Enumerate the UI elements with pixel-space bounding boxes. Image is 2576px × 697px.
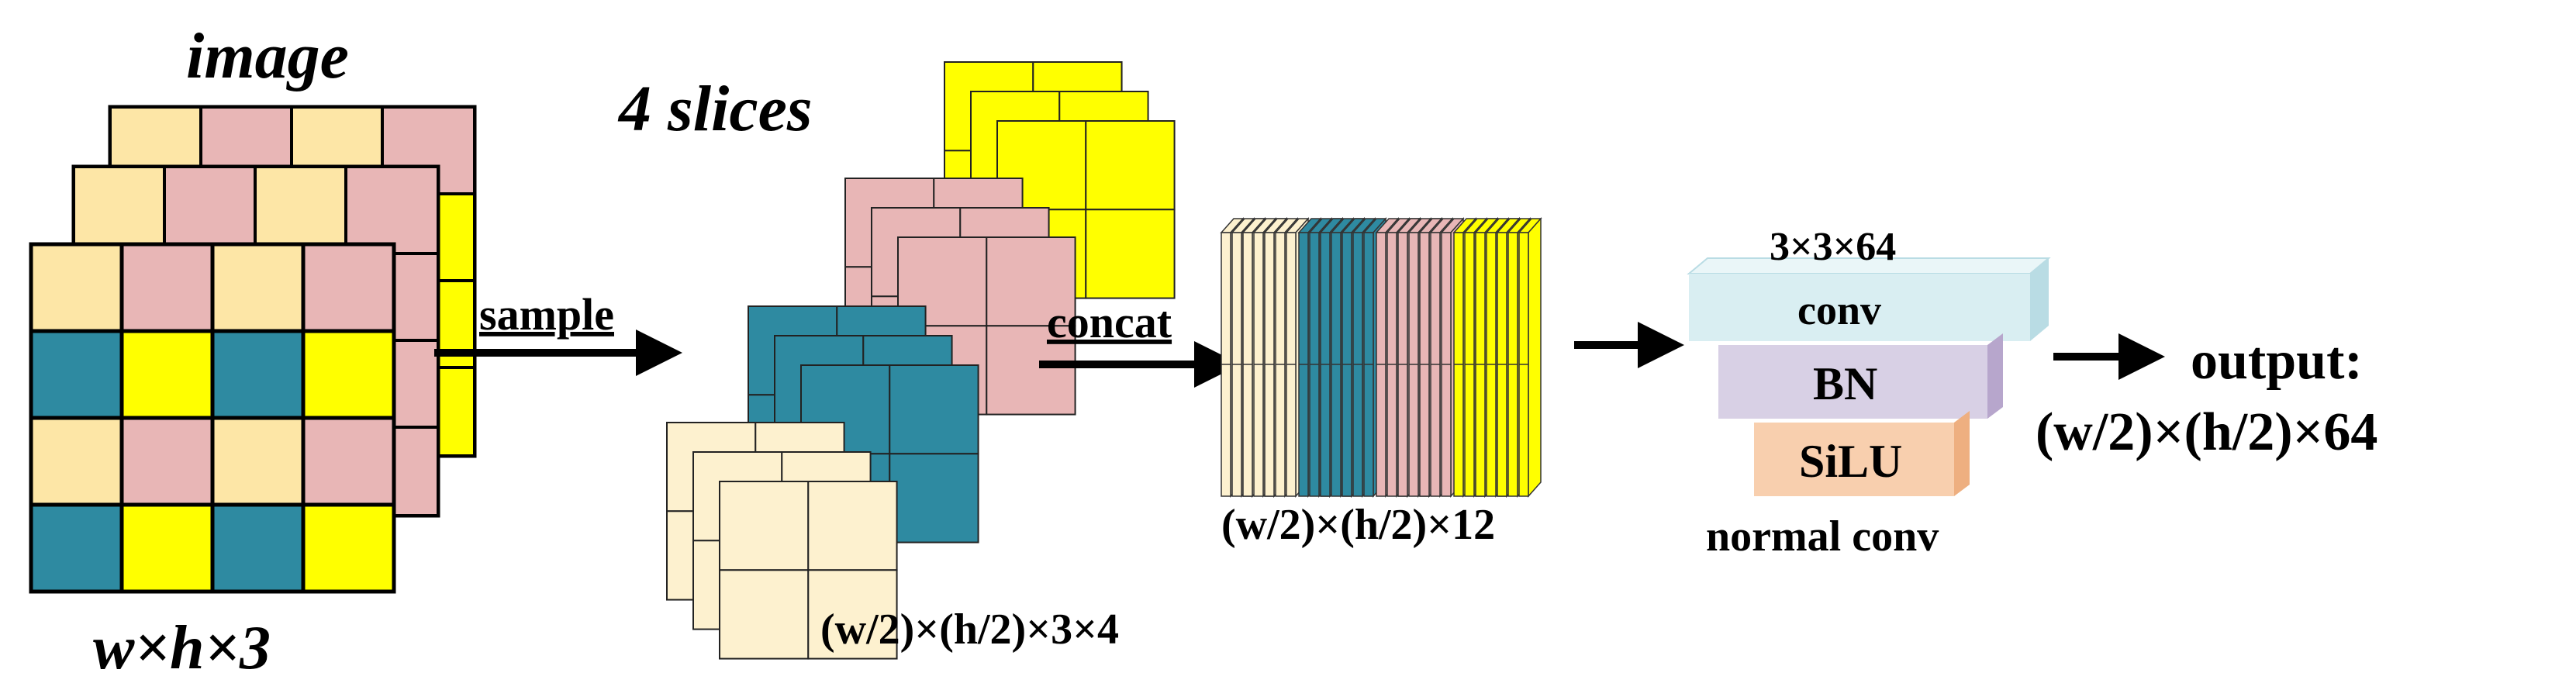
silu-label: SiLU [1799, 436, 1902, 487]
bn-label: BN [1813, 358, 1877, 409]
input-image-stack [29, 105, 477, 594]
slice-yellow-cell [1085, 120, 1176, 211]
normal-conv-block [1687, 257, 2051, 496]
output-dims-label: (w/2)×(h/2)×64 [2036, 402, 2377, 462]
slice-pink-cell [986, 236, 1076, 327]
slice-cream-cell [807, 481, 898, 571]
concat-label: concat [1047, 297, 1172, 347]
slice-cream [666, 422, 898, 660]
slice-teal-cell [889, 364, 979, 455]
concat-tensor [1220, 217, 1542, 498]
slice-cream-cell [719, 569, 810, 660]
bn-layer [1718, 333, 2003, 419]
slices-stack [666, 61, 1176, 660]
concat-dims-label: (w/2)×(h/2)×12 [1221, 501, 1495, 549]
slices-label: 4 slices [617, 73, 813, 145]
normal-conv-label: normal conv [1706, 512, 1939, 561]
silu-layer [1754, 411, 1970, 496]
concat-channel-side [1528, 217, 1542, 498]
sample-label: sample [479, 289, 614, 340]
image-layer-front [29, 242, 396, 594]
slice-cream-cell [807, 569, 898, 660]
output-title: output: [2191, 331, 2363, 391]
conv-layer [1687, 257, 2051, 341]
slice-cream-cell [719, 481, 810, 571]
slice-pink-cell [986, 325, 1076, 416]
conv-label: conv [1797, 287, 1881, 333]
slice-cream-layer [719, 481, 898, 660]
slice-teal-cell [889, 453, 979, 543]
slice-yellow-cell [1085, 209, 1176, 299]
conv-dims-label: 3×3×64 [1770, 225, 1896, 269]
input-dims-label: w×h×3 [93, 614, 271, 682]
slice-dims-label: (w/2)×(h/2)×3×4 [820, 606, 1119, 654]
image-label: image [186, 20, 349, 92]
